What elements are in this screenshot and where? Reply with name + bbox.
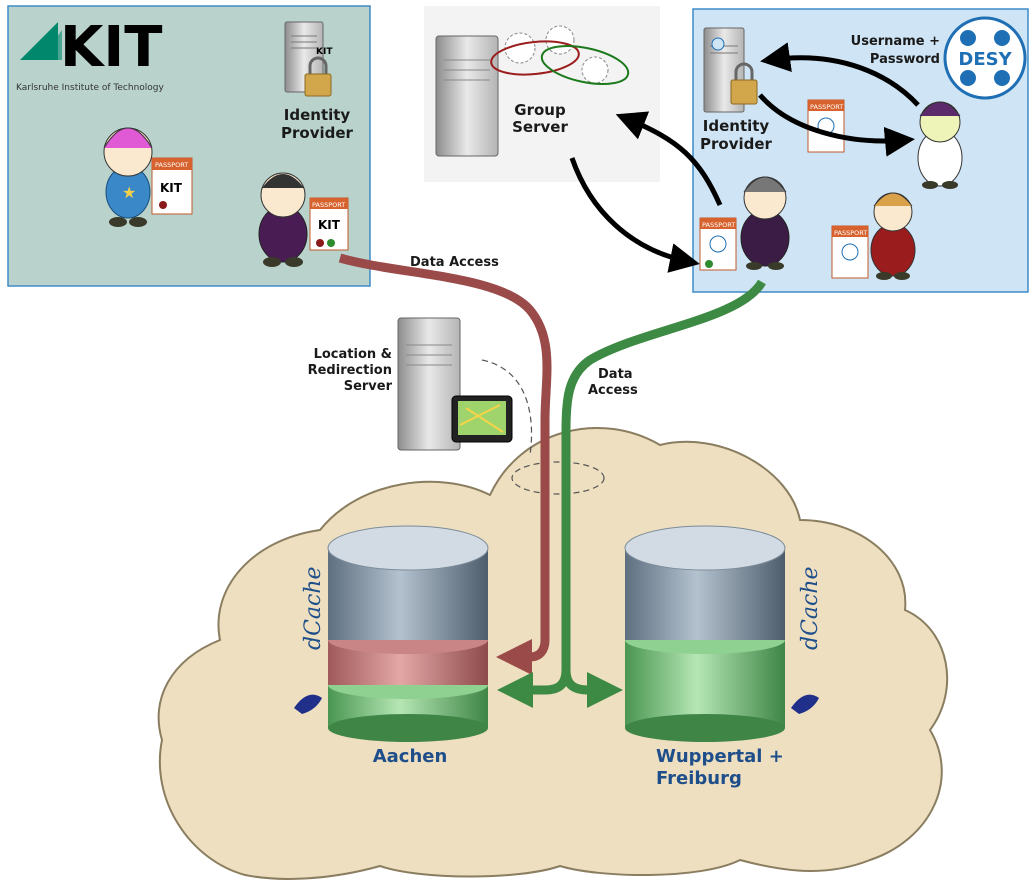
svg-text:PASSPORT: PASSPORT <box>702 221 735 229</box>
desy-user-curly-icon <box>740 176 790 270</box>
location-server-icon <box>397 317 513 451</box>
desy-user-passport-icon: PASSPORT <box>699 217 737 271</box>
location-label-2: Redirection <box>308 363 392 378</box>
kit-idp-label-2: Provider <box>281 124 354 142</box>
arrow-user-to-group-server <box>615 111 723 207</box>
desy-cred-label-2: Password <box>870 52 940 67</box>
desy-logo: DESY <box>943 16 1027 100</box>
svg-text:dCache: dCache <box>798 566 823 650</box>
desy-data-access-flow-right <box>561 669 623 708</box>
dcache-logo-aachen: dCache <box>294 566 326 714</box>
storage-cloud <box>157 426 949 880</box>
kit-logo-text: KIT <box>60 15 162 80</box>
kit-user-dark-icon <box>258 172 308 267</box>
kit-user-pink-icon: ★ <box>103 127 153 227</box>
arrow-idp-to-user <box>758 93 915 157</box>
desy-idp-label-2: Provider <box>700 135 773 153</box>
wuppertal-storage-cylinder <box>624 525 786 742</box>
svg-text:PASSPORT: PASSPORT <box>312 201 345 209</box>
kit-idp-server-icon: KIT <box>284 21 333 97</box>
desy-data-access-flow <box>497 279 766 708</box>
desy-logo-text: DESY <box>958 49 1012 70</box>
location-label-3: Server <box>344 379 393 394</box>
desy-idp-label-1: Identity <box>703 117 770 135</box>
svg-text:PASSPORT: PASSPORT <box>810 103 843 111</box>
desy-user-white-icon <box>917 101 963 189</box>
kit-idp-label-1: Identity <box>284 106 351 124</box>
kit-logo-subtitle: Karlsruhe Institute of Technology <box>16 83 165 93</box>
svg-text:dCache: dCache <box>301 566 326 650</box>
group-server-icon <box>435 35 499 157</box>
group-server-label-1: Group <box>514 101 566 119</box>
desy-issued-passport-icon: PASSPORT <box>807 99 845 153</box>
desy-idp-server-icon <box>703 27 758 113</box>
location-dashed-link <box>481 359 533 456</box>
desy-other-passport-icon: PASSPORT <box>831 225 869 279</box>
wuppertal-label-2: Freiburg <box>656 768 742 789</box>
desy-data-access-label-2: Access <box>588 383 638 398</box>
kit-user-passport-icon: PASSPORT KIT <box>309 197 349 251</box>
desy-data-access-label-1: Data <box>598 367 633 382</box>
svg-text:★: ★ <box>122 183 136 202</box>
location-dashed-ring <box>511 461 605 495</box>
group-members-icon <box>490 25 630 85</box>
arrow-credentials-to-idp <box>760 42 920 107</box>
kit-passport-label: PASSPORT <box>155 161 188 169</box>
arrow-group-server-to-user <box>569 157 700 273</box>
kit-passport-brand: KIT <box>160 181 183 195</box>
wuppertal-label-1: Wuppertal + <box>656 746 784 767</box>
location-label-1: Location & <box>314 347 392 362</box>
group-server-label-2: Server <box>512 118 568 136</box>
desy-cred-label-1: Username + <box>851 34 940 49</box>
desy-user-red-icon <box>870 192 916 280</box>
kit-data-access-flow <box>338 253 552 675</box>
kit-server-brand: KIT <box>316 47 333 57</box>
kit-data-access-label: Data Access <box>410 255 499 270</box>
svg-text:KIT: KIT <box>318 218 341 232</box>
aachen-label: Aachen <box>373 746 448 767</box>
svg-text:PASSPORT: PASSPORT <box>834 229 867 237</box>
aachen-storage-cylinder <box>327 525 489 742</box>
dcache-logo-wuppertal: dCache <box>791 566 823 714</box>
kit-passport-icon: PASSPORT KIT <box>151 157 193 215</box>
kit-logo: KIT Karlsruhe Institute of Technology <box>16 15 165 93</box>
